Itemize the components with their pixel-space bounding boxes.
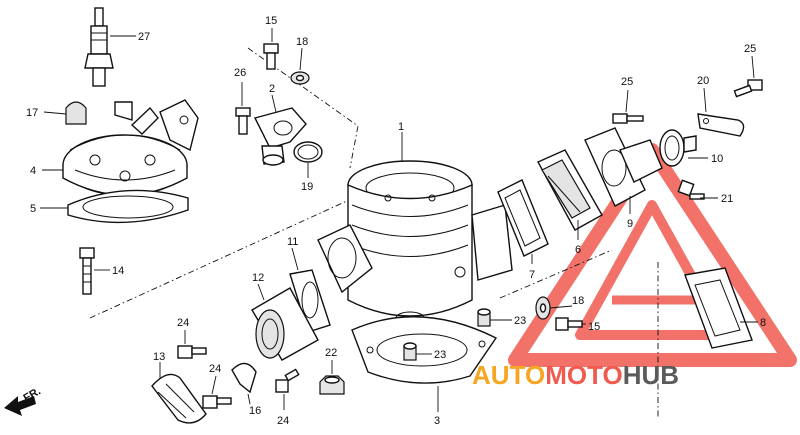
dowel-pin-upper	[477, 308, 491, 327]
callout-labels: 27 15 18 26 2 17 4 5 19 14 1 25 20 25 10…	[22, 15, 767, 427]
callout: 1	[398, 121, 404, 133]
spring-clip	[231, 362, 257, 394]
intake-group-outline	[499, 249, 659, 418]
bolt-15-top	[263, 43, 279, 70]
callout: 13	[153, 351, 165, 363]
intake-gasket-8	[684, 267, 753, 349]
clamp-band	[659, 129, 697, 167]
bolt-24-lower-right	[275, 368, 300, 393]
callout: 10	[711, 153, 723, 165]
callout: 5	[30, 203, 36, 215]
exhaust-joint	[251, 287, 319, 361]
callout: 22	[325, 347, 337, 359]
watermark-logo-icon	[508, 143, 797, 367]
reed-gasket	[497, 179, 549, 257]
cylinder	[317, 160, 513, 325]
bolt-15-lower	[555, 317, 583, 331]
washer-18-lower	[535, 296, 551, 320]
callout: 24	[209, 363, 221, 375]
callout: 20	[697, 75, 709, 87]
callout: 14	[112, 265, 124, 277]
callout: 4	[30, 165, 36, 177]
bolt-24-upper	[177, 345, 207, 359]
callout: 25	[621, 76, 633, 88]
muffler-seal	[151, 373, 207, 424]
cap-nut-22	[319, 375, 345, 395]
callout: 7	[529, 269, 535, 281]
callout: 9	[627, 218, 633, 230]
bracket	[697, 113, 745, 137]
reed-valve	[537, 149, 603, 231]
callout: 2	[269, 83, 275, 95]
bolt-26	[235, 107, 251, 135]
callout: 12	[252, 272, 264, 284]
callout: 19	[301, 181, 313, 193]
head-group-outline	[89, 47, 361, 319]
bolt-25-right	[733, 79, 763, 98]
stud-bolt	[79, 247, 95, 295]
cap-nut	[65, 101, 87, 125]
dowel-pin-lower	[403, 342, 417, 361]
front-label: FR.	[22, 385, 43, 404]
callout: 11	[287, 236, 298, 248]
water-joint	[253, 107, 307, 166]
callout: 18	[296, 36, 308, 48]
watermark-part-moto: MOTO	[545, 360, 623, 390]
callout: 24	[177, 317, 189, 329]
callout: 27	[138, 31, 150, 43]
washer-18-top	[290, 71, 310, 85]
bolt-24-lower-left	[202, 395, 232, 409]
watermark-part-auto: AUTO	[472, 360, 545, 390]
bolt-21	[677, 179, 705, 200]
bolt-25-left	[612, 113, 644, 124]
base-gasket	[351, 316, 498, 384]
front-arrow-icon	[4, 396, 36, 416]
callout: 6	[575, 244, 581, 256]
watermark-text: AUTOMOTOHUB	[472, 360, 679, 390]
spark-plug	[84, 7, 114, 87]
head-gasket	[67, 189, 189, 224]
callout: 21	[721, 193, 733, 205]
callout: 23	[434, 349, 446, 361]
callout: 17	[26, 107, 38, 119]
callout: 15	[588, 321, 600, 333]
callout: 23	[514, 315, 526, 327]
watermark-part-hub: HUB	[623, 360, 679, 390]
callout: 24	[277, 415, 289, 427]
callout: 26	[234, 67, 246, 79]
callout: 16	[249, 405, 261, 417]
callout: 15	[265, 15, 277, 27]
cylinder-head	[62, 99, 199, 196]
callout: 18	[572, 295, 584, 307]
intake-manifold	[584, 127, 663, 207]
callout: 3	[434, 415, 440, 427]
callout: 25	[744, 43, 756, 55]
callout: 8	[760, 317, 766, 329]
o-ring	[293, 141, 323, 163]
